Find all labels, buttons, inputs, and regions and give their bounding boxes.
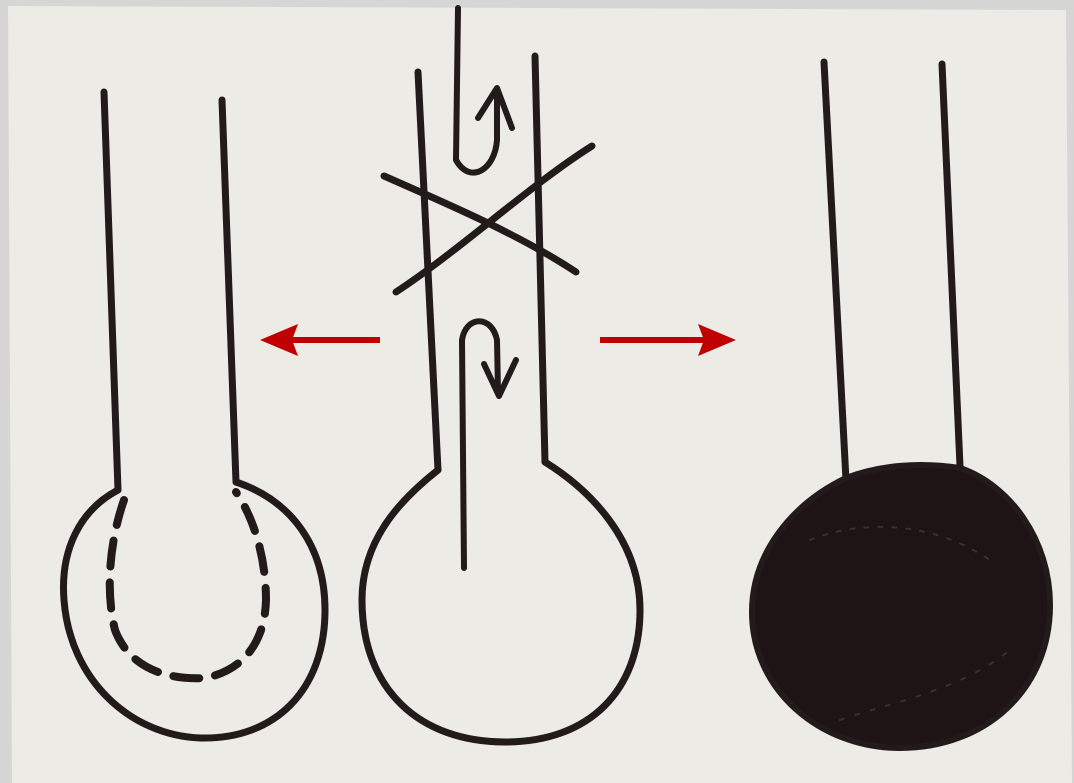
diagram-canvas [0, 0, 1074, 783]
